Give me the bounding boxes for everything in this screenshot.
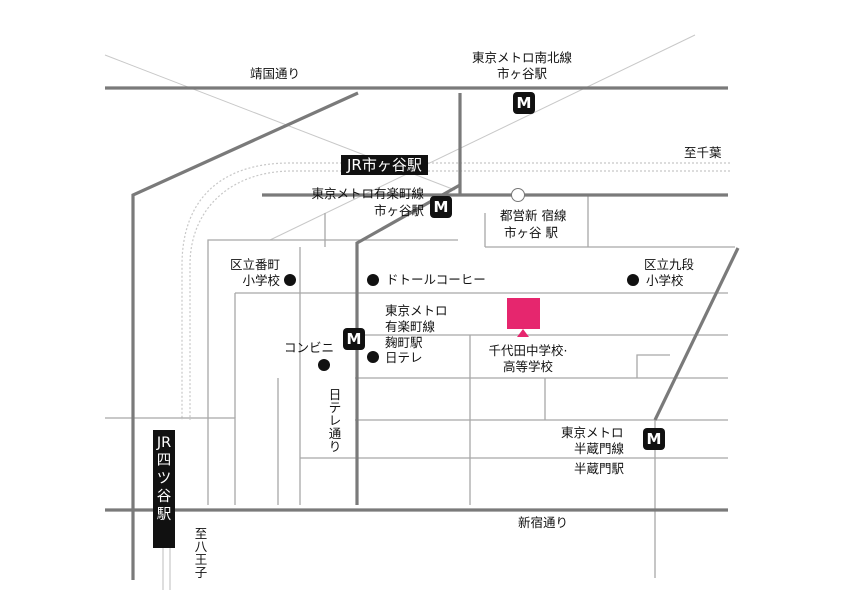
metro-icon: M: [513, 92, 535, 114]
kojimachi-station-label: 麹町駅: [385, 335, 423, 350]
kudan-school-label-2: 小学校: [646, 273, 684, 288]
jr-railway: [181, 162, 730, 420]
target-school-label-2: 高等学校: [502, 359, 553, 374]
convenience-marker: [318, 359, 330, 371]
road-label-shinjuku: 新宿通り: [518, 515, 569, 530]
doutor-marker: [367, 274, 379, 286]
direction-label-hachioji: 至八王子: [194, 526, 208, 580]
kojimachi-line-label: 東京メトロ: [385, 303, 448, 318]
target-school-label: 千代田中学校·: [488, 343, 568, 358]
kudan-school-marker: [627, 274, 639, 286]
metro-icon: M: [430, 196, 452, 218]
metro-icon: M: [643, 428, 665, 450]
convenience-label: コンビニ: [284, 340, 335, 355]
namboku-ichigaya-line-label: 東京メトロ南北線: [471, 50, 572, 65]
hanzomon-line-label-2: 半蔵門線: [574, 441, 625, 456]
toei-shinjuku-station-label: 市ヶ谷 駅: [504, 225, 558, 240]
direction-label-chiba: 至千葉: [684, 145, 722, 160]
bancho-school-label: 区立番町: [229, 257, 280, 272]
hanzomon-line-label: 東京メトロ: [561, 425, 624, 440]
nittele-label: 日テレ: [385, 350, 423, 365]
target-pointer: [517, 329, 529, 337]
metro-icon: M: [343, 328, 365, 350]
jr-ichigaya-station-box: JR市ヶ谷駅: [341, 155, 428, 175]
minor-streets: [105, 195, 735, 578]
namboku-ichigaya-station-label: 市ヶ谷駅: [496, 66, 547, 81]
toei-station-marker: [511, 188, 525, 202]
kudan-school-label: 区立九段: [644, 257, 695, 272]
road-label-yasukuni: 靖国通り: [250, 66, 301, 81]
road-label-nittele: 日テレ通り: [328, 387, 342, 454]
hanzomon-station-label: 半蔵門駅: [574, 461, 625, 476]
bancho-school-label-2: 小学校: [242, 273, 280, 288]
yurakucho-ichigaya-line-label: 東京メトロ有楽町線: [311, 186, 424, 201]
target-marker: [507, 298, 540, 329]
kojimachi-line-label-2: 有楽町線: [385, 319, 436, 334]
toei-shinjuku-line-label: 都営新 宿線: [500, 208, 567, 223]
bancho-school-marker: [284, 274, 296, 286]
major-roads: [105, 86, 740, 580]
nittele-marker: [367, 351, 379, 363]
jr-yotsuya-station-box: JR四ツ谷駅: [153, 430, 175, 548]
doutor-label: ドトールコーヒー: [386, 272, 486, 287]
yurakucho-ichigaya-station-label: 市ヶ谷駅: [373, 203, 424, 218]
